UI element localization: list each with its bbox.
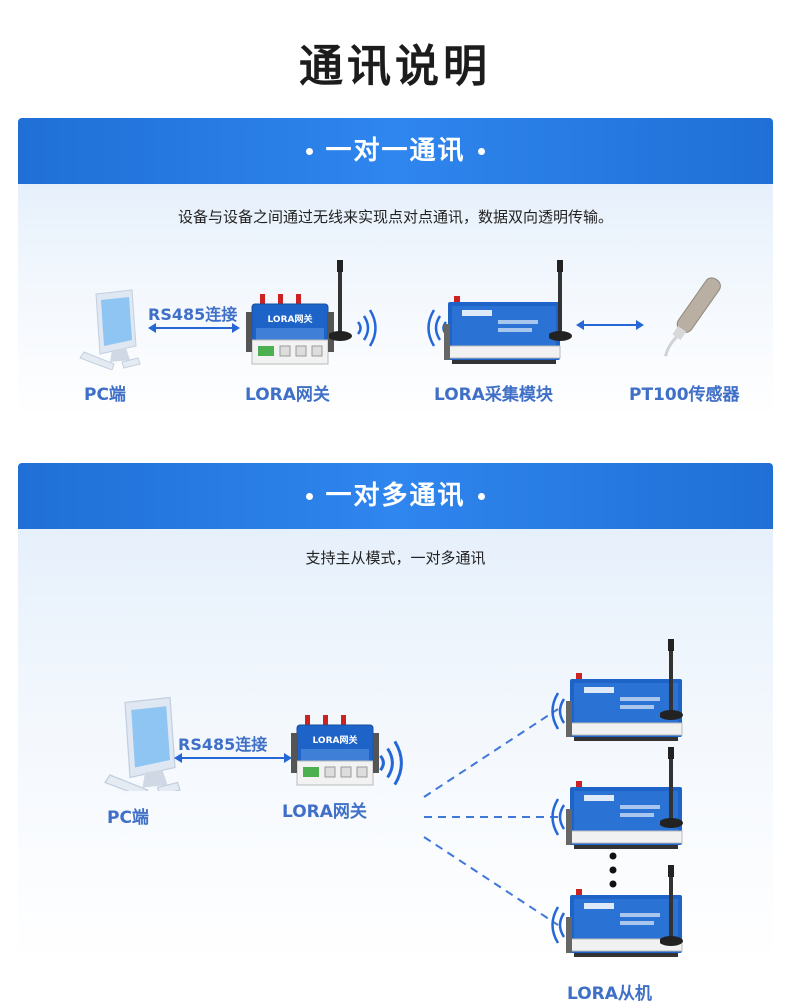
bullet-icon — [477, 148, 485, 155]
label-pc: PC端 — [84, 385, 126, 405]
pt100-sensor-icon — [663, 277, 721, 357]
antenna-icon — [549, 260, 572, 341]
wireless-signal-icon — [378, 739, 403, 787]
label-gateway: LORA网关 — [282, 802, 367, 822]
section-header: 一对多通讯 — [18, 463, 773, 529]
rs485-connection-label: RS485连接 — [148, 305, 238, 324]
label-pc: PC端 — [107, 808, 149, 828]
section-body: 支持主从模式，一对多通讯 RS485连接 — [18, 529, 773, 1004]
lora-gateway-device-icon — [290, 714, 380, 786]
page-title: 通讯说明 — [299, 41, 491, 92]
bullet-icon — [477, 493, 485, 500]
pc-icon — [79, 289, 141, 370]
antenna-icon — [660, 639, 683, 720]
antenna-icon — [660, 747, 683, 828]
pc-icon — [104, 696, 181, 791]
section-title: 一对一通讯 — [325, 136, 466, 166]
section-title: 一对多通讯 — [325, 481, 466, 511]
bidirectional-arrow-icon — [576, 320, 644, 330]
dashed-link-lines — [423, 708, 559, 926]
bidirectional-arrow-icon — [174, 753, 292, 763]
bidirectional-arrow-icon — [148, 323, 240, 333]
section-one-to-one: 一对一通讯 设备与设备之间通过无线来实现点对点通讯，数据双向透明传输。 RS48… — [18, 118, 773, 418]
antenna-icon — [329, 260, 352, 341]
antenna-icon — [660, 865, 683, 946]
lora-gateway-device-icon — [246, 293, 335, 365]
section-header: 一对一通讯 — [18, 118, 773, 184]
lora-module-device-icon — [443, 295, 561, 365]
label-module: LORA采集模块 — [434, 385, 553, 405]
wireless-signal-icon — [356, 308, 377, 348]
label-slaves: LORA从机 — [567, 984, 652, 1004]
more-devices-ellipsis-icon — [609, 852, 617, 888]
bullet-icon — [306, 148, 314, 155]
section-description: 支持主从模式，一对多通讯 — [305, 549, 486, 567]
rs485-connection-label: RS485连接 — [178, 735, 268, 754]
label-sensor: PT100传感器 — [629, 385, 740, 405]
section-one-to-many: 一对多通讯 支持主从模式，一对多通讯 RS485连接 — [18, 463, 773, 1004]
section-body: 设备与设备之间通过无线来实现点对点通讯，数据双向透明传输。 RS485连接 — [18, 184, 773, 418]
bullet-icon — [306, 493, 314, 500]
label-gateway: LORA网关 — [245, 385, 330, 405]
section-description: 设备与设备之间通过无线来实现点对点通讯，数据双向透明传输。 — [177, 208, 613, 226]
